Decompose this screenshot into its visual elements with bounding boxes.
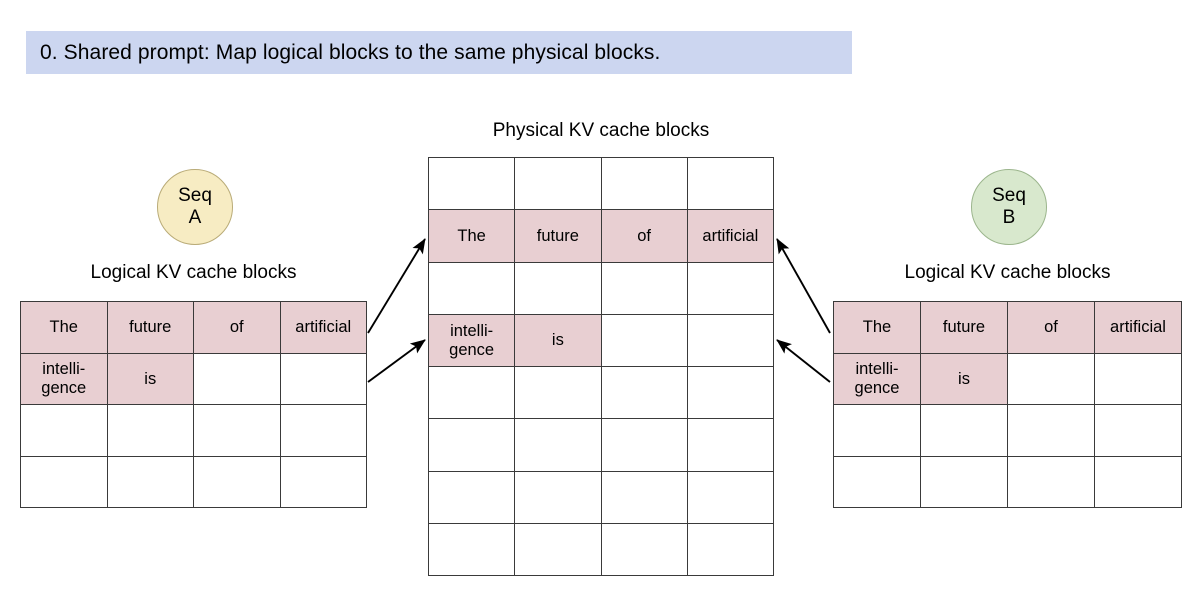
kv-block-cell <box>279 352 367 405</box>
header-banner: 0. Shared prompt: Map logical blocks to … <box>26 31 852 74</box>
kv-block-cell <box>1094 404 1182 457</box>
kv-block-cell: of <box>193 301 281 354</box>
kv-block-cell <box>1007 352 1095 405</box>
kv-block-row <box>833 404 1182 457</box>
kv-block-row <box>427 261 775 315</box>
kv-block-cell <box>686 156 775 211</box>
kv-block-cell <box>279 404 367 457</box>
kv-block-row <box>427 156 775 211</box>
kv-block-row <box>20 455 367 508</box>
physical-blocks-title: Physical KV cache blocks <box>492 120 710 141</box>
kv-block-cell <box>600 470 688 525</box>
kv-block-cell: The <box>833 301 921 354</box>
kv-block-cell <box>427 261 516 315</box>
kv-block-cell <box>514 523 602 577</box>
kv-block-cell <box>686 418 775 472</box>
kv-block-cell: future <box>514 209 602 263</box>
left-logical-blocks-title: Logical KV cache blocks <box>90 262 297 283</box>
kv-block-cell <box>600 313 688 368</box>
kv-block-cell <box>600 523 688 577</box>
kv-block-cell <box>20 404 108 457</box>
kv-block-cell <box>920 404 1008 457</box>
kv-block-cell <box>514 261 602 315</box>
seq-b-label-line1: Seq <box>992 184 1026 206</box>
kv-block-cell <box>1094 352 1182 405</box>
kv-block-cell <box>833 404 921 457</box>
kv-block-row <box>833 455 1182 508</box>
arrow-right-row1-to-physical-row2 <box>776 238 831 334</box>
kv-block-cell <box>1007 455 1095 508</box>
kv-block-cell <box>427 470 516 525</box>
kv-block-cell <box>427 366 516 420</box>
kv-block-cell <box>279 455 367 508</box>
kv-block-cell <box>514 366 602 420</box>
kv-block-cell: intelli-gence <box>427 313 516 368</box>
arrow-left-row2-to-physical-row4 <box>367 339 426 383</box>
kv-block-cell <box>193 404 281 457</box>
kv-block-cell: intelli-gence <box>20 352 108 405</box>
kv-block-cell: of <box>600 209 688 263</box>
kv-block-cell <box>686 523 775 577</box>
header-banner-text: 0. Shared prompt: Map logical blocks to … <box>40 40 661 64</box>
kv-block-cell: of <box>1007 301 1095 354</box>
kv-block-row <box>20 404 367 457</box>
arrow-left-row1-to-physical-row2 <box>367 238 426 334</box>
kv-block-cell <box>427 156 516 211</box>
seq-b-badge: Seq B <box>971 169 1047 245</box>
kv-block-row <box>427 523 775 577</box>
arrow-right-row2-to-physical-row4 <box>776 339 831 383</box>
kv-block-cell: The <box>427 209 516 263</box>
kv-block-cell: The <box>20 301 108 354</box>
kv-block-cell: is <box>920 352 1008 405</box>
kv-block-cell <box>193 455 281 508</box>
kv-block-cell <box>20 455 108 508</box>
seq-a-label-line2: A <box>188 207 202 228</box>
kv-block-cell: future <box>920 301 1008 354</box>
kv-block-cell: artificial <box>686 209 775 263</box>
kv-block-cell <box>106 455 194 508</box>
kv-block-cell <box>193 352 281 405</box>
kv-block-cell: artificial <box>1094 301 1182 354</box>
kv-block-cell <box>514 418 602 472</box>
seq-a-badge: Seq A <box>157 169 233 245</box>
kv-block-cell <box>600 261 688 315</box>
kv-block-cell <box>600 156 688 211</box>
kv-block-cell: future <box>106 301 194 354</box>
kv-block-cell: intelli-gence <box>833 352 921 405</box>
kv-block-cell <box>514 156 602 211</box>
kv-block-cell <box>1007 404 1095 457</box>
kv-block-cell <box>600 366 688 420</box>
kv-block-cell <box>686 261 775 315</box>
kv-block-cell <box>427 523 516 577</box>
kv-block-row <box>427 418 775 472</box>
kv-block-cell <box>427 418 516 472</box>
kv-block-row <box>427 366 775 420</box>
kv-block-cell: is <box>106 352 194 405</box>
kv-block-cell <box>600 418 688 472</box>
kv-block-cell <box>686 366 775 420</box>
kv-block-cell <box>833 455 921 508</box>
kv-block-cell: artificial <box>279 301 367 354</box>
right-logical-blocks-title: Logical KV cache blocks <box>904 262 1111 283</box>
kv-block-cell <box>920 455 1008 508</box>
kv-block-cell <box>514 470 602 525</box>
kv-block-cell <box>686 470 775 525</box>
kv-block-cell <box>686 313 775 368</box>
kv-block-row <box>427 470 775 525</box>
seq-a-label-line1: Seq <box>178 184 212 206</box>
kv-block-cell <box>1094 455 1182 508</box>
seq-b-label-line2: B <box>1002 207 1016 228</box>
kv-block-cell: is <box>514 313 602 368</box>
kv-block-cell <box>106 404 194 457</box>
